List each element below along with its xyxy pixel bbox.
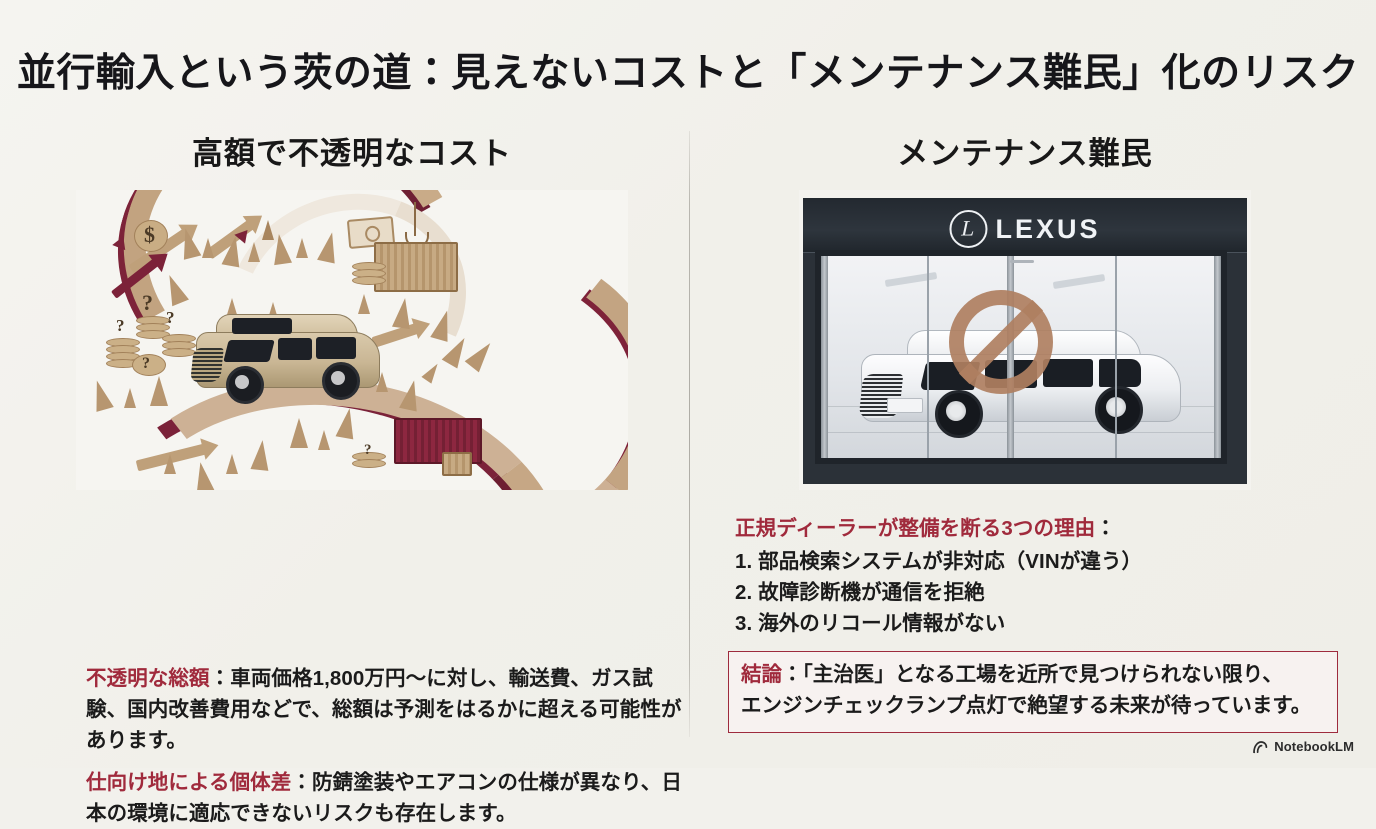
imported-minivan xyxy=(190,310,380,404)
left-column-heading: 高額で不透明なコスト xyxy=(192,136,512,171)
road-thorn xyxy=(358,294,370,314)
road-thorn xyxy=(250,439,272,471)
road-thorn xyxy=(202,238,214,258)
column-divider xyxy=(689,131,690,737)
lexus-logo: LEXUS xyxy=(949,210,1100,248)
door-divider-1 xyxy=(927,256,929,458)
showroom-minivan-license-plate xyxy=(887,398,923,413)
minivan-grille xyxy=(190,348,224,382)
road-thorn xyxy=(150,376,168,406)
conclusion-callout: 結論：「主治医」となる工場を近所で見つけられない限り、エンジンチェックランプ点灯… xyxy=(728,651,1338,733)
thorny-import-road-illustration: $ ? ? ? ? xyxy=(76,190,628,490)
minivan-rear-window xyxy=(316,337,356,359)
door-mullion-left xyxy=(821,256,828,458)
right-reasons-block: 正規ディーラーが整備を断る3つの理由： 1. 部品検索システムが非対応（VINが… xyxy=(735,513,1335,640)
showroom-minivan-front-wheel xyxy=(935,390,983,438)
reason-list: 1. 部品検索システムが非対応（VINが違う） 2. 故障診断機が通信を拒絶 3… xyxy=(735,546,1335,639)
right-column-heading: メンテナンス難民 xyxy=(897,136,1153,171)
road-thorn xyxy=(290,418,308,448)
door-divider-2 xyxy=(1115,256,1117,458)
door-mullion-right xyxy=(1214,256,1221,458)
conclusion-separator: ： xyxy=(782,663,803,686)
road-thorn xyxy=(318,430,330,450)
question-mark-glyph-1: ? xyxy=(142,290,153,315)
dollar-coin-icon xyxy=(134,220,168,252)
right-column: メンテナンス難民 LEXUS xyxy=(702,130,1348,635)
page-title: 並行輸入という茨の道：見えないコストと「メンテナンス難民」化のリスク xyxy=(16,52,1360,95)
list-item: 2. 故障診断機が通信を拒絶 xyxy=(735,581,985,605)
shipping-container-tan xyxy=(374,242,458,292)
right-lead-accent: 正規ディーラーが整備を断る3つの理由 xyxy=(735,517,1096,540)
door-handle xyxy=(1010,260,1034,263)
road-thorn xyxy=(124,388,136,408)
road-thorn xyxy=(164,454,176,474)
question-mark-glyph-4: ? xyxy=(142,355,150,372)
showroom-floor-line-2 xyxy=(821,432,1221,433)
conclusion-line-2: エンジンチェックランプ点灯で絶望する未来が待っています。 xyxy=(741,693,1312,717)
conclusion-accent: 結論 xyxy=(741,663,782,686)
road-thorn xyxy=(226,454,238,474)
question-mark-glyph-2: ? xyxy=(116,316,125,335)
lexus-wordmark: LEXUS xyxy=(995,213,1101,244)
left-paragraph-1: 不透明な総額：車両価格1,800万円～に対し、輸送費、ガス試験、国内改善費用など… xyxy=(86,663,682,756)
ceiling-light-1 xyxy=(884,271,938,288)
lexus-emblem-icon xyxy=(949,210,988,248)
road-thorn xyxy=(226,298,238,318)
notebook-arc-icon xyxy=(1253,740,1268,753)
minivan-rear-wheel xyxy=(322,362,360,400)
right-lead: 正規ディーラーが整備を断る3つの理由： xyxy=(735,513,1335,544)
slide-root: 並行輸入という茨の道：見えないコストと「メンテナンス難民」化のリスク 高額で不透… xyxy=(0,0,1376,768)
right-lead-separator: ： xyxy=(1095,517,1116,540)
question-coin-stack-3 xyxy=(162,334,196,364)
question-mark-glyph-3: ? xyxy=(166,308,175,327)
left-paragraph-2: 仕向け地による個体差：防錆塗装やエアコンの仕様が異なり、日本の環境に適応できない… xyxy=(86,767,682,829)
coin-stack-bottom xyxy=(352,452,386,482)
left-paragraph-1-text: 車両価格1,800万円～に対し、輸送費、ガス試験、国内改善費用などで、総額は予測… xyxy=(86,666,682,752)
minivan-front-window xyxy=(278,338,312,360)
watermark-label: NotebookLM xyxy=(1274,739,1354,754)
road-thorn xyxy=(248,242,260,262)
left-paragraph-2-accent: 仕向け地による個体差 xyxy=(86,770,292,794)
minivan-windshield xyxy=(223,340,275,362)
lexus-dealership-refusal-illustration: LEXUS xyxy=(799,190,1251,490)
crane-hook-icon xyxy=(405,202,429,248)
minivan-front-wheel xyxy=(226,366,264,404)
showroom-minivan-rear-window xyxy=(1099,359,1141,387)
ceiling-light-2 xyxy=(1052,273,1106,290)
dealership-signboard xyxy=(803,198,1247,253)
conclusion-line-1: 「主治医」となる工場を近所で見つけられない限り、 xyxy=(802,663,1283,686)
left-paragraph-1-separator: ： xyxy=(209,666,231,690)
question-mark-glyph-5: ? xyxy=(364,442,372,458)
road-thorn xyxy=(262,220,274,240)
list-item: 3. 海外のリコール情報がない xyxy=(735,612,1006,636)
left-column: 高額で不透明なコスト $ xyxy=(28,130,682,825)
dollar-sign-glyph: $ xyxy=(144,222,155,247)
list-item: 1. 部品検索システムが非対応（VINが違う） xyxy=(735,550,1143,574)
left-paragraph-2-separator: ： xyxy=(291,770,312,794)
small-parcel-box xyxy=(442,452,472,476)
notebooklm-watermark: NotebookLM xyxy=(1252,739,1354,754)
question-coin-stack-4 xyxy=(132,354,166,384)
left-paragraph-1-accent: 不透明な総額 xyxy=(86,666,210,690)
question-coin-stack-1 xyxy=(106,338,140,368)
showroom-minivan-rear-wheel xyxy=(1095,386,1143,434)
prohibition-icon-bar xyxy=(949,290,1053,394)
coin-stack-near-container xyxy=(352,262,386,292)
road-thorn xyxy=(296,238,308,258)
minivan-sunroof xyxy=(232,318,292,334)
